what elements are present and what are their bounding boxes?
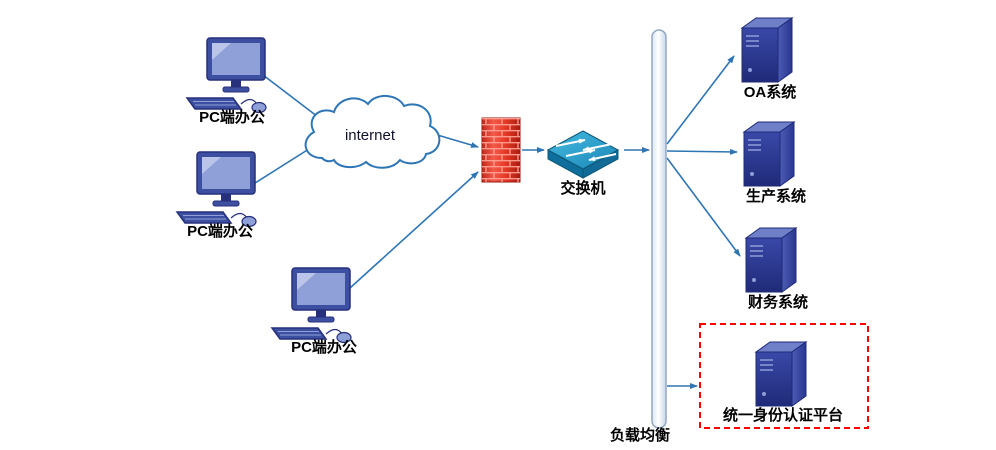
- server-icon: [755, 341, 807, 407]
- identity-platform-group: 统一身份认证平台: [699, 323, 869, 429]
- server-node-oa: [741, 17, 793, 83]
- internet-cloud: internet: [304, 95, 441, 169]
- load-balancer-node: 负载均衡: [610, 29, 670, 444]
- switch-node: 交换机: [546, 130, 620, 197]
- highlight-dashed-box: [699, 323, 869, 429]
- pc3-label: PC端办公: [291, 338, 357, 356]
- link-pc1-internet: [262, 74, 323, 121]
- link-pc3-firewall: [349, 171, 479, 289]
- switch-arrows: [555, 138, 617, 162]
- server-icon: [745, 227, 797, 293]
- link-internet-firewall: [433, 133, 479, 148]
- link-loadbalancer-finance: [666, 157, 741, 257]
- load-balancer-label: 负载均衡: [610, 426, 670, 444]
- internet-label: internet: [345, 127, 396, 144]
- pc-node-1: [186, 37, 267, 114]
- server-icon: [743, 121, 795, 187]
- pc-node-2: [176, 151, 257, 228]
- cloud-icon: [304, 95, 441, 169]
- server-oa-label: OA系统: [744, 83, 797, 101]
- pc-icon: [176, 151, 257, 228]
- firewall-brick-pattern: [482, 118, 520, 182]
- pc-node-3: [271, 267, 352, 344]
- pc1-label: PC端办公: [199, 108, 265, 126]
- firewall-node: [481, 117, 521, 183]
- server-node-identity: [755, 341, 807, 407]
- server-production-label: 生产系统: [746, 187, 806, 205]
- server-finance-label: 财务系统: [748, 293, 808, 311]
- server-icon: [741, 17, 793, 83]
- switch-label: 交换机: [560, 179, 605, 197]
- identity-platform-label: 统一身份认证平台: [723, 406, 843, 424]
- server-node-finance: [745, 227, 797, 293]
- link-loadbalancer-production: [666, 148, 738, 155]
- server-node-production: [743, 121, 795, 187]
- link-loadbalancer-oa: [666, 55, 735, 145]
- connection-lines: [251, 55, 741, 389]
- pc2-label: PC端办公: [187, 222, 253, 240]
- load-balancer-icon: [651, 29, 667, 429]
- pc-icon: [271, 267, 352, 344]
- pc-icon: [186, 37, 267, 114]
